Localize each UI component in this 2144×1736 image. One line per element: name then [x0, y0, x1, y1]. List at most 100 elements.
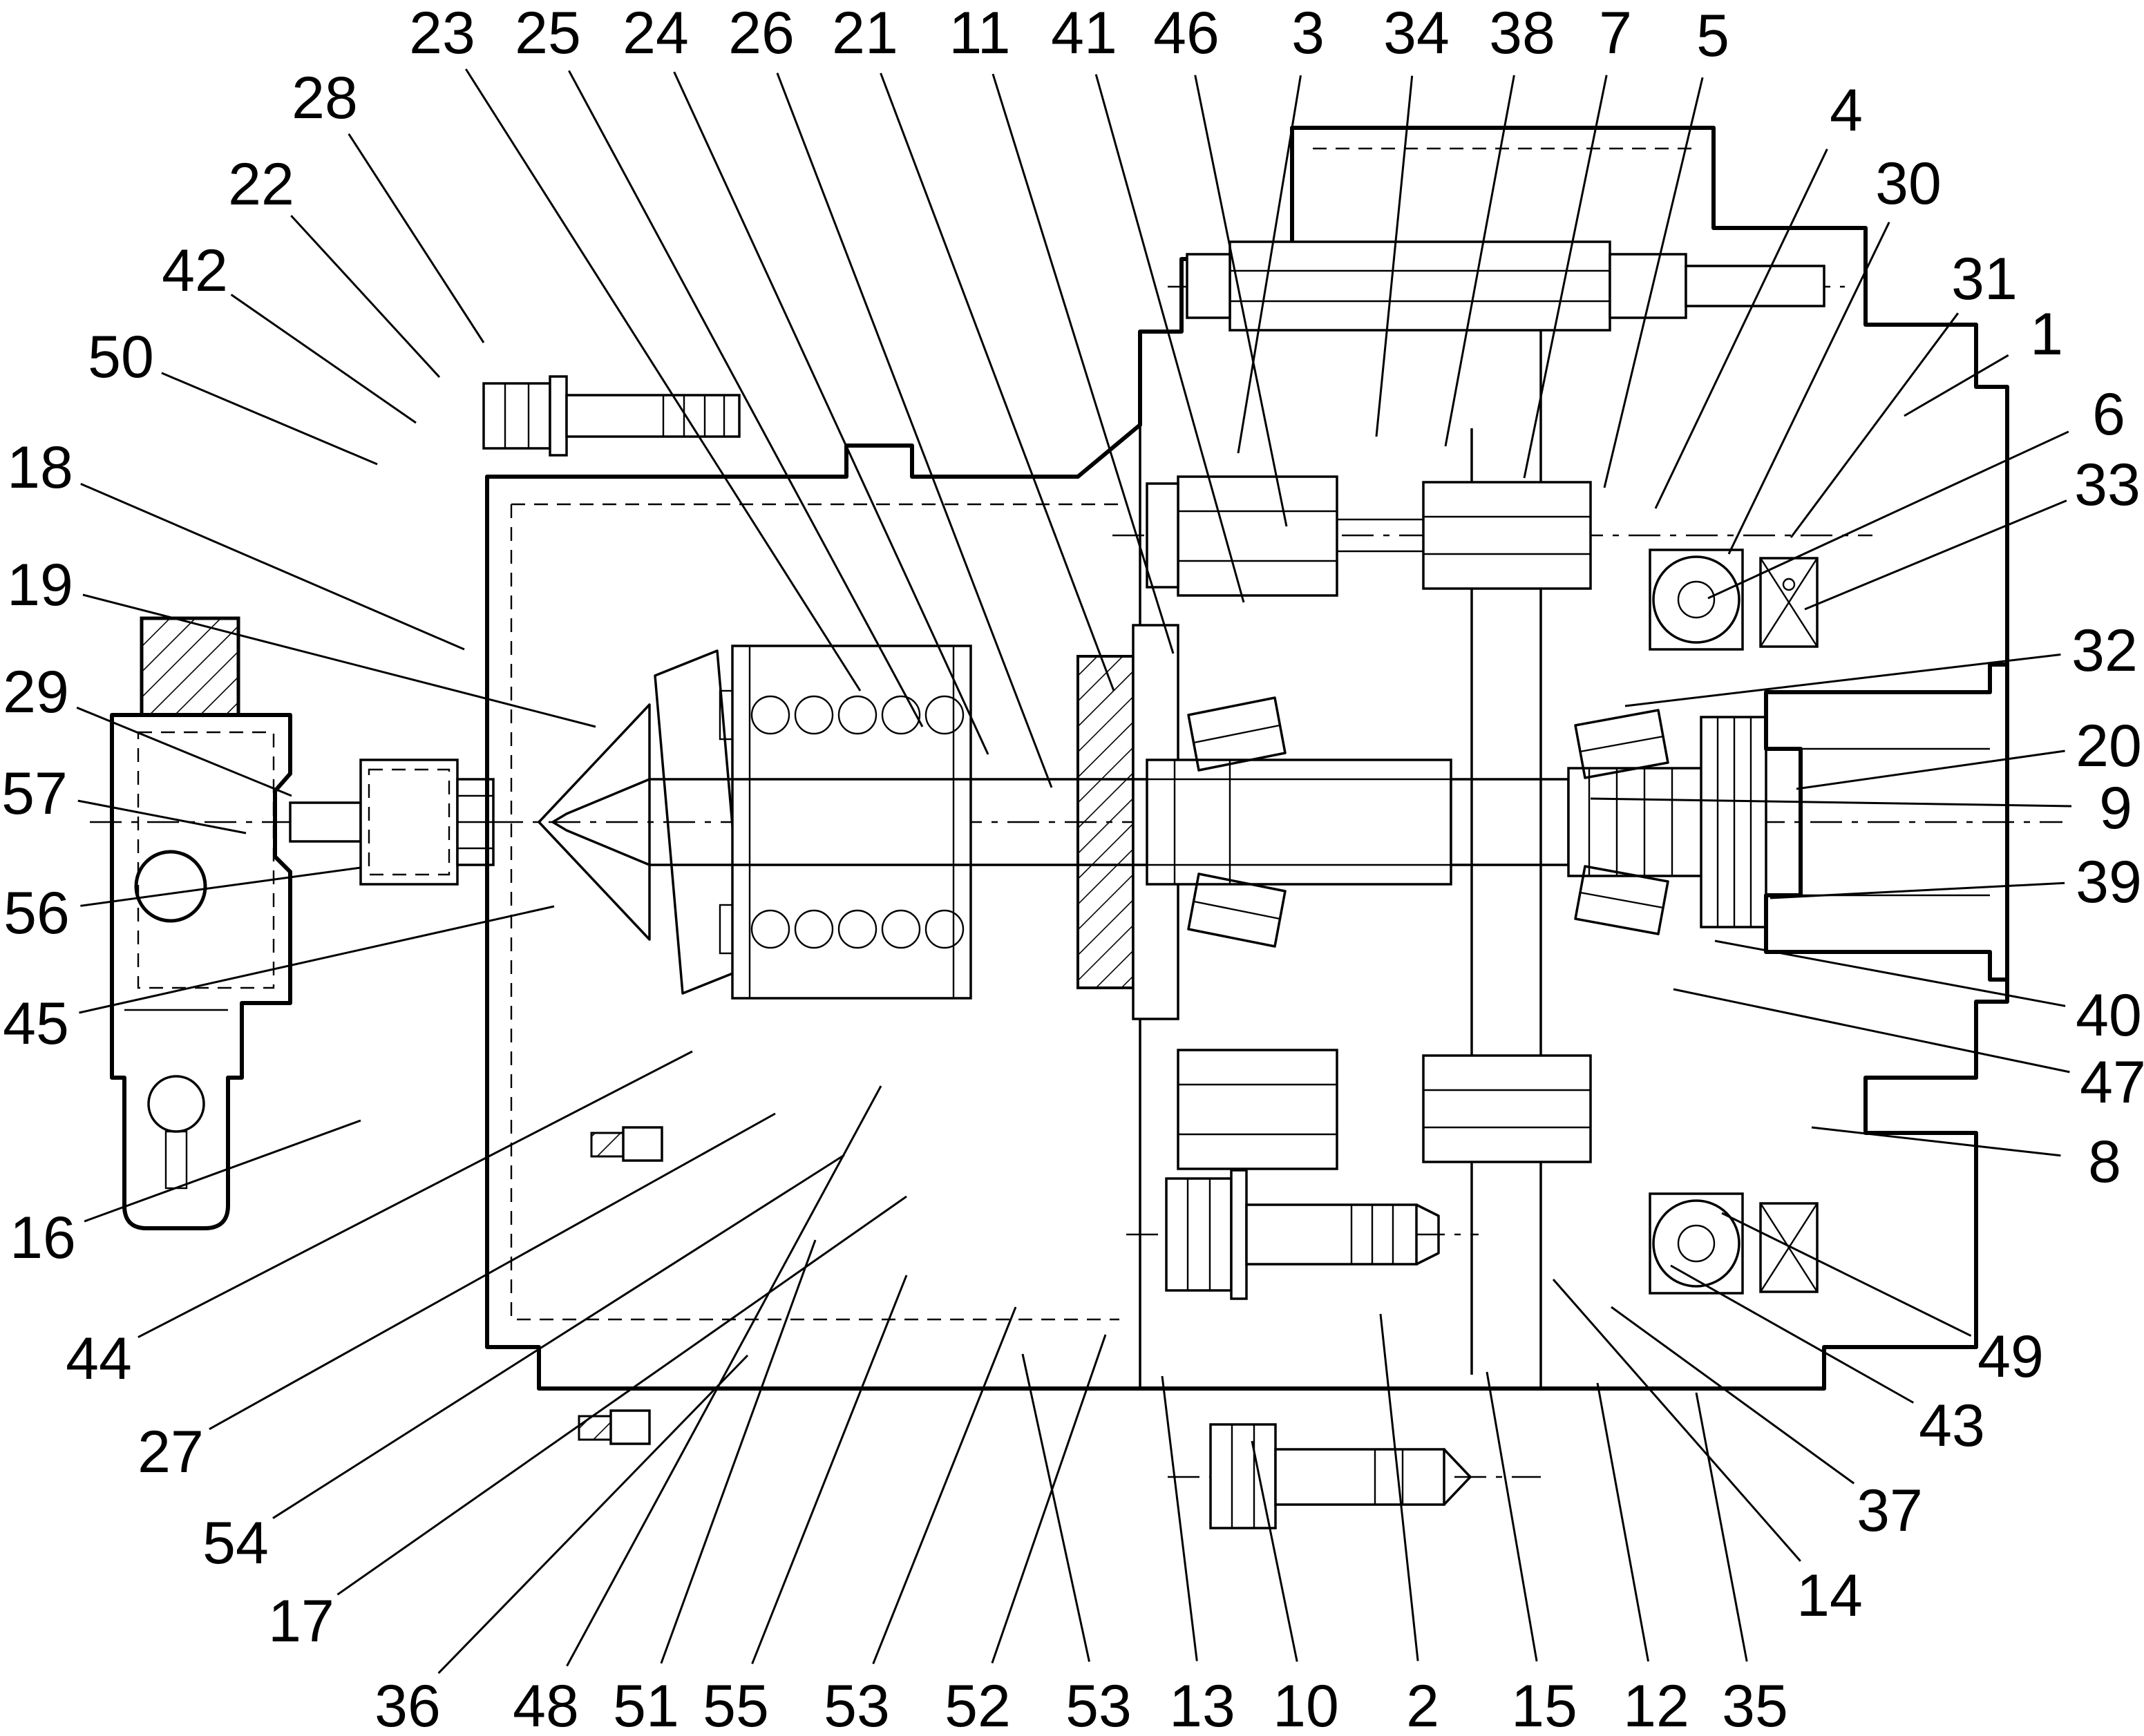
leader-line-38-10 — [1444, 75, 1515, 447]
leader-line-56-51 — [80, 866, 361, 907]
callout-5-12: 5 — [1696, 3, 1729, 69]
leader-line-52-37 — [991, 1334, 1107, 1663]
leader-line-34-9 — [1375, 75, 1414, 437]
leader-line-53-36 — [1021, 1353, 1090, 1662]
leader-line-40-23 — [1714, 939, 2066, 1007]
callout-52-37: 52 — [945, 1673, 1011, 1736]
piston-springs — [719, 689, 965, 955]
callout-49-26: 49 — [1977, 1324, 2044, 1390]
callout-40-23: 40 — [2076, 982, 2142, 1049]
leader-line-20-20 — [1796, 750, 2065, 790]
callout-28-43: 28 — [292, 65, 358, 131]
leader-line-4-13 — [1654, 149, 1828, 509]
leader-line-1-16 — [1904, 354, 2009, 417]
leader-line-19-48 — [82, 593, 596, 728]
clevis-yoke — [110, 616, 292, 1230]
callout-7-11: 7 — [1599, 0, 1632, 66]
leader-line-7-11 — [1523, 75, 1608, 479]
leader-line-44-54 — [137, 1050, 693, 1339]
callout-55-39: 55 — [703, 1673, 769, 1736]
callout-16-53: 16 — [10, 1205, 76, 1271]
callout-12-31: 12 — [1623, 1673, 1689, 1736]
callout-38-10: 38 — [1489, 0, 1555, 66]
leader-line-13-35 — [1161, 1375, 1198, 1661]
ball-bearing-upper — [1649, 549, 1744, 651]
callout-37-28: 37 — [1857, 1478, 1923, 1544]
leader-line-50-46 — [161, 372, 378, 466]
plug-pin-lower — [578, 1409, 651, 1445]
callout-19-48: 19 — [7, 552, 73, 618]
leader-line-9-21 — [1590, 797, 2072, 808]
cylinder-block — [731, 645, 972, 1000]
callout-10-34: 10 — [1273, 1673, 1339, 1736]
callout-15-32: 15 — [1511, 1673, 1577, 1736]
leader-line-14-29 — [1552, 1279, 1801, 1562]
callout-53-36: 53 — [1065, 1673, 1132, 1736]
leader-line-27-55 — [209, 1112, 776, 1431]
leader-line-49-26 — [1721, 1212, 1972, 1337]
callout-1-16: 1 — [2030, 301, 2063, 368]
seal-box-lower — [1759, 1202, 1819, 1293]
leader-line-55-39 — [751, 1275, 908, 1665]
case-bolt-lower — [1209, 1423, 1472, 1529]
leader-line-29-49 — [76, 706, 292, 797]
callout-26-3: 26 — [728, 0, 795, 66]
callout-18-47: 18 — [7, 435, 73, 501]
callout-30-14: 30 — [1875, 151, 1942, 217]
callout-32-19: 32 — [2071, 618, 2138, 684]
leader-line-48-41 — [566, 1085, 882, 1667]
callout-11-5: 11 — [949, 0, 1010, 66]
callout-4-13: 4 — [1830, 77, 1863, 144]
callout-9-21: 9 — [2099, 775, 2132, 841]
leader-line-28-43 — [348, 133, 485, 343]
leader-line-33-18 — [1804, 499, 2067, 611]
leader-line-10-34 — [1251, 1440, 1298, 1662]
callout-2-33: 2 — [1406, 1673, 1439, 1736]
callout-8-25: 8 — [2088, 1129, 2121, 1195]
taper-bearing-left-lower — [1187, 872, 1287, 948]
leader-line-15-32 — [1486, 1371, 1538, 1662]
callout-53-38: 53 — [824, 1673, 890, 1736]
leader-line-5-12 — [1603, 77, 1704, 488]
clevis-hatched-block — [140, 616, 240, 717]
leader-line-25-1 — [568, 70, 924, 727]
leader-line-45-52 — [79, 905, 555, 1014]
leader-line-43-27 — [1670, 1264, 1915, 1404]
callout-57-50: 57 — [1, 761, 68, 827]
leader-line-17-57 — [336, 1195, 907, 1596]
leader-line-11-5 — [992, 73, 1175, 654]
callout-29-49: 29 — [3, 659, 69, 725]
callout-56-51: 56 — [3, 880, 70, 946]
callout-33-18: 33 — [2074, 452, 2141, 518]
callout-43-27: 43 — [1919, 1393, 1985, 1459]
callout-51-40: 51 — [613, 1673, 679, 1736]
callout-24-2: 24 — [623, 0, 689, 66]
callout-23-0: 23 — [409, 0, 475, 66]
callout-36-42: 36 — [374, 1673, 441, 1736]
leader-line-42-45 — [230, 294, 417, 424]
leader-line-32-19 — [1624, 654, 2061, 707]
leader-line-2-33 — [1379, 1313, 1419, 1661]
ball-stud-socket — [147, 1075, 205, 1133]
leader-line-41-6 — [1094, 74, 1245, 603]
drive-shaft — [551, 759, 1705, 886]
callout-13-35: 13 — [1169, 1673, 1235, 1736]
callout-48-41: 48 — [513, 1673, 579, 1736]
leader-line-37-28 — [1611, 1306, 1855, 1485]
callout-34-9: 34 — [1383, 0, 1450, 66]
leader-line-22-44 — [290, 215, 441, 379]
clevis-pin-hole — [134, 850, 207, 923]
callout-27-55: 27 — [137, 1419, 204, 1485]
leader-line-21-4 — [880, 73, 1115, 691]
leader-line-18-47 — [80, 483, 465, 651]
leader-line-23-0 — [465, 68, 862, 691]
servo-piston — [289, 759, 495, 886]
callout-54-56: 54 — [202, 1510, 269, 1576]
callout-21-4: 21 — [832, 0, 898, 66]
case-bolt-upper — [1165, 1169, 1440, 1300]
callout-22-44: 22 — [228, 151, 294, 218]
callout-47-24: 47 — [2080, 1049, 2144, 1116]
mount-bolt — [482, 375, 741, 457]
